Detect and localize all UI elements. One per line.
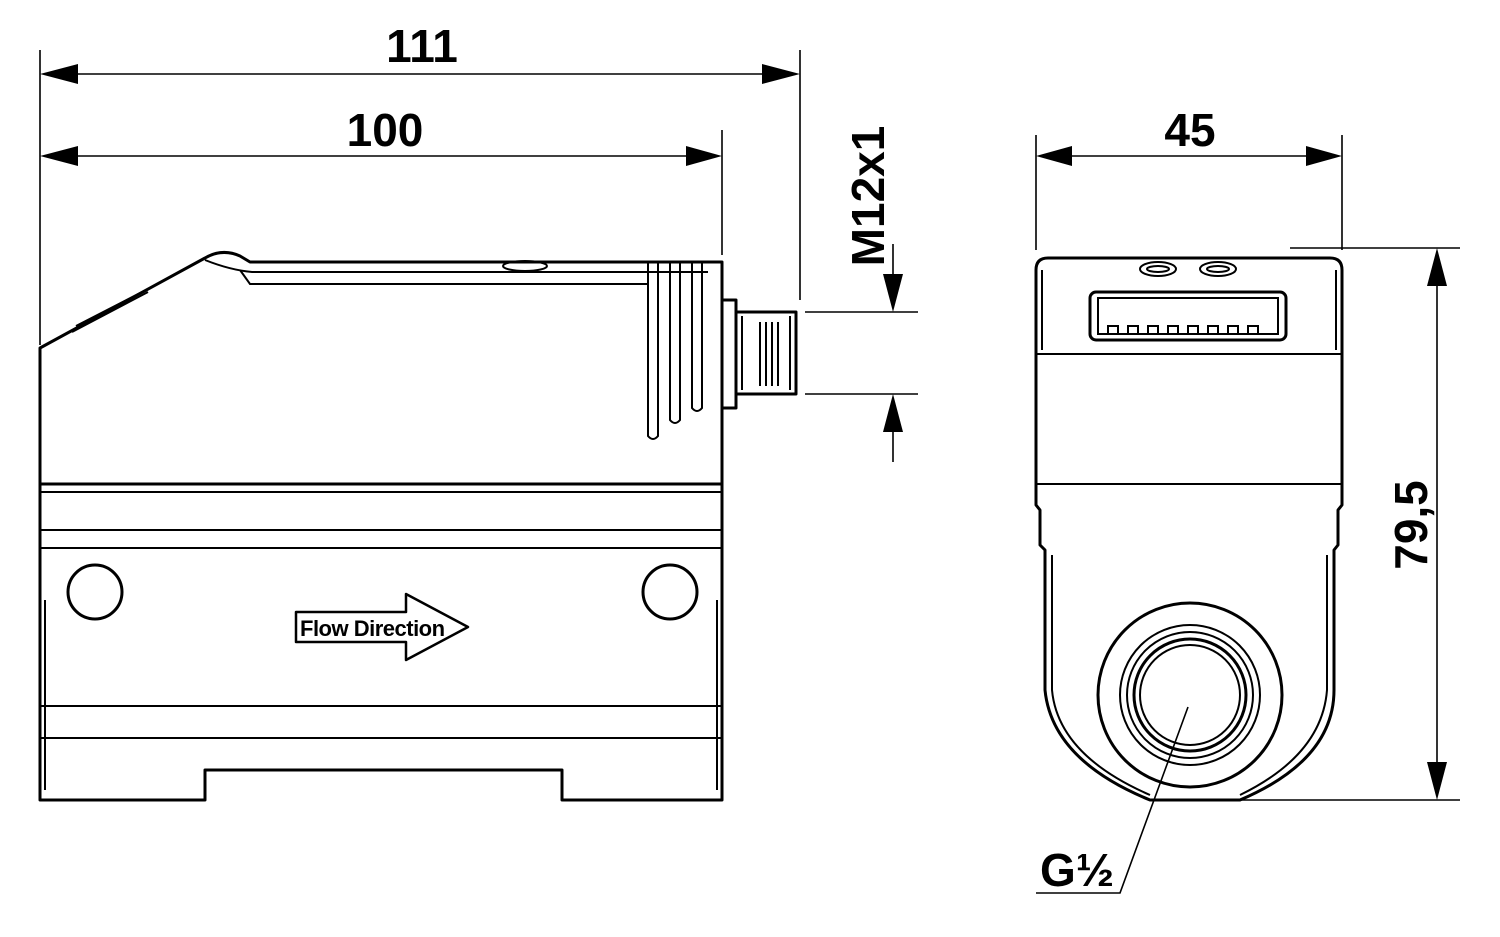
flow-direction-arrow <box>294 592 470 662</box>
front-led-right <box>1199 261 1237 277</box>
dim-width-value: 45 <box>1164 104 1215 156</box>
front-led-right-inner <box>1206 265 1230 273</box>
side-mount-hole-left <box>66 563 124 621</box>
dim-connector-thread-value: M12x1 <box>842 126 894 267</box>
side-top-rib <box>71 287 151 333</box>
front-separators <box>1036 353 1342 485</box>
flow-direction-label: Flow Direction <box>300 616 445 641</box>
front-display <box>1088 290 1288 342</box>
dim-overall-length-value: 111 <box>386 20 458 72</box>
front-led-left <box>1139 261 1177 277</box>
side-grooves <box>40 491 722 739</box>
side-view: Flow Direction <box>38 251 798 802</box>
side-housing-lower <box>38 482 724 802</box>
side-top-step <box>239 269 648 285</box>
dim-body-length-value: 100 <box>347 104 424 156</box>
side-top-hole <box>502 260 548 272</box>
front-view <box>1034 256 1344 802</box>
side-housing-upper <box>38 251 724 486</box>
front-top-inner <box>1041 270 1337 350</box>
dim-connector-thread: M12x1 <box>805 126 918 462</box>
dim-body-length: 100 <box>40 104 723 255</box>
dim-height-value: 79,5 <box>1385 480 1437 570</box>
side-mount-hole-right <box>641 563 699 621</box>
front-led-left-inner <box>1146 265 1170 273</box>
port-thread-callout: G½ <box>1036 706 1189 896</box>
side-edges <box>44 600 718 790</box>
side-fins <box>647 262 703 440</box>
port-thread-value: G½ <box>1040 844 1114 896</box>
side-top-edge <box>204 259 708 273</box>
dim-overall-length: 111 <box>39 20 801 345</box>
dim-height: 79,5 <box>1240 247 1460 801</box>
side-connector <box>720 298 798 410</box>
front-housing <box>1034 256 1344 802</box>
front-lower-inner <box>1051 555 1328 796</box>
front-port <box>1096 601 1284 789</box>
dim-width: 45 <box>1035 104 1343 250</box>
